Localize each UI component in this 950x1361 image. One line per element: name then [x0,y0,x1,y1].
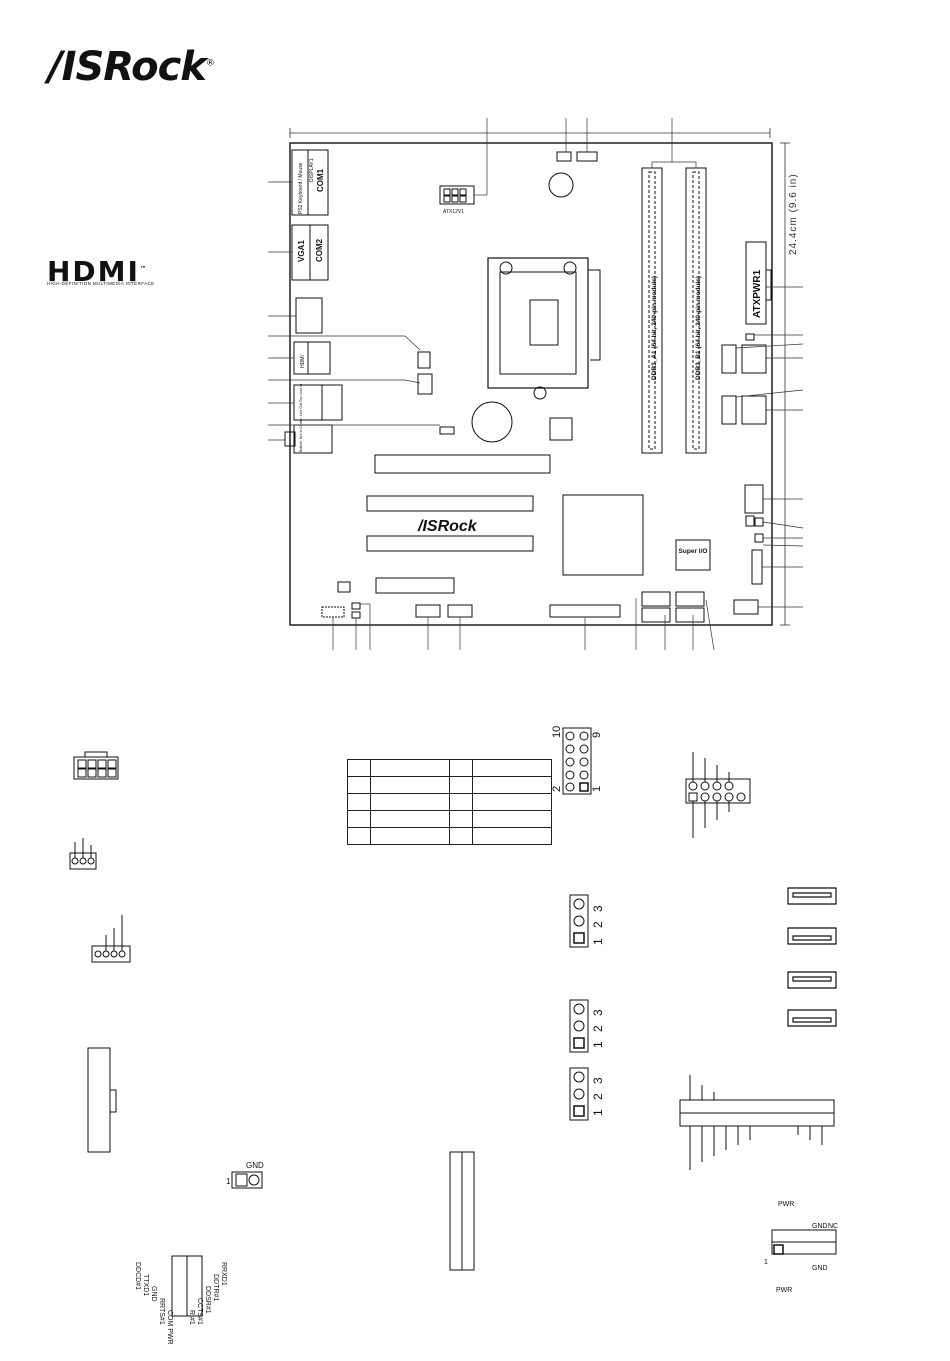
detail-fan3 [69,838,97,870]
svg-text:TTXD1: TTXD1 [142,1274,149,1296]
pwr-top-label: PWR [778,1201,794,1208]
jumper-a-pin2: 2 [591,921,605,928]
detail-usb-header [685,752,751,838]
svg-text:DDCD#1: DDCD#1 [134,1262,141,1290]
detail-atx12v [73,751,119,780]
ps2-label: PS2 Keyboard / Mouse [298,162,304,214]
svg-text:RRTS#1: RRTS#1 [158,1298,165,1325]
jumper-c-pin2: 2 [591,1093,605,1100]
gnd-top-label: GND [812,1223,828,1230]
gnd-jumper-pin1: 1 [226,1177,231,1186]
dimm-b-label: DDR3_B1 (64 bit, 240-pin module) [695,276,702,380]
dimm-slots: DDR3_A1 (64 bit, 240-pin module) DDR3_B1… [641,118,707,454]
svg-text:GND: GND [150,1286,157,1302]
chipset [562,494,644,576]
pin-1-label: 1 [591,786,603,792]
pin-table [347,759,552,845]
sata-connectors [641,591,705,623]
cmos-battery [471,401,513,443]
jumper-c-pin3: 3 [591,1077,605,1084]
expansion-slots [366,454,551,594]
com1-label: COM1 [316,168,325,192]
atxpwr-connector: ATXPWR1 [745,241,772,325]
hdmi-tagline: HIGH-DEFINITION MULTIMEDIA INTERFACE [47,281,155,286]
svg-text:DDSR#1: DDSR#1 [204,1286,211,1314]
detail-jumper-b: 3 2 1 [569,999,605,1053]
detail-sata [787,887,837,1027]
jumper-b-pin1: 1 [591,1041,605,1048]
com-header-labels: RRXD1 DDTR#1 DDSR#1 CCTS#1 RI#1 DDCD#1 T… [134,1262,227,1345]
gnd-jumper-label: GND [246,1161,264,1170]
jumper-c-pin1: 1 [591,1109,605,1116]
display-label: DISPLAY1 [309,158,315,182]
jumper-b-pin3: 3 [591,1009,605,1016]
hdmi-io-label: HDMI [300,355,306,368]
board-silk-logo: /ISRock [417,518,478,535]
detail-long-header [679,1075,835,1170]
jumper-b-pin2: 2 [591,1025,605,1032]
detail-gnd-jumper: 1 GND [226,1161,264,1189]
detail-atxpwr [87,1047,117,1153]
rear-io: PS2 Keyboard / Mouse DISPLAY1 COM1 VGA1 … [284,149,343,454]
atx12v-connector: ATX12V1 [439,118,488,215]
com2-label: COM2 [315,238,324,262]
detail-jumper-a: 3 2 1 [569,894,605,948]
nc-label: NC [828,1223,838,1230]
atxpwr-label: ATXPWR1 [752,269,763,318]
svg-text:CCTS#1: CCTS#1 [196,1298,203,1325]
bottom-headers [321,581,621,619]
detail-pin-header: 10 9 2 1 [551,726,603,795]
cpu-fan-header [417,351,431,369]
hdmi-logo: HDMI™ [47,255,148,288]
jumper-a-pin3: 3 [591,905,605,912]
cpu-socket [487,257,601,400]
board-outline [289,142,773,626]
asrock-logo: /ISRock® [48,44,215,90]
pin-9-label: 9 [591,732,603,738]
jumper-a-pin1: 1 [591,938,605,945]
svg-text:COM PWR: COM PWR [166,1310,173,1345]
atx12v-label: ATX12V1 [443,209,464,215]
super-io-chip [675,539,711,571]
pwr-bottom-label: PWR [776,1287,792,1294]
chip [549,417,573,441]
audio-label: Bottom: Mic In Center: Line Out Top: Lin… [299,384,303,452]
gnd-bottom-label: GND [812,1265,828,1272]
svg-text:DDTR#1: DDTR#1 [212,1274,219,1301]
detail-front-panel: PWR GND NC GND PWR 1 [764,1201,838,1294]
detail-fan4 [91,915,131,963]
chassis-fan-header [417,373,433,395]
vga-label: VGA1 [297,240,306,262]
dimm-a-label: DDR3_A1 (64 bit, 240-pin module) [651,276,658,380]
bottom-callouts [332,598,715,651]
front-panel-pin1: 1 [764,1259,768,1266]
svg-text:RI#1: RI#1 [188,1310,195,1325]
pin-10-label: 10 [551,726,563,738]
right-callouts [735,286,804,608]
capacitor [548,172,574,198]
left-callouts [268,181,440,441]
clear-cmos-jumper [439,426,455,435]
detail-com-header [171,1255,203,1317]
pin-2-label: 2 [551,786,563,792]
detail-jumper-c: 3 2 1 [569,1067,605,1121]
fan-headers-top [556,118,598,162]
super-io-label: Super I/O [679,548,708,555]
svg-text:RRXD1: RRXD1 [220,1262,227,1286]
right-headers [721,333,767,615]
detail-vertical-header [449,1151,475,1271]
